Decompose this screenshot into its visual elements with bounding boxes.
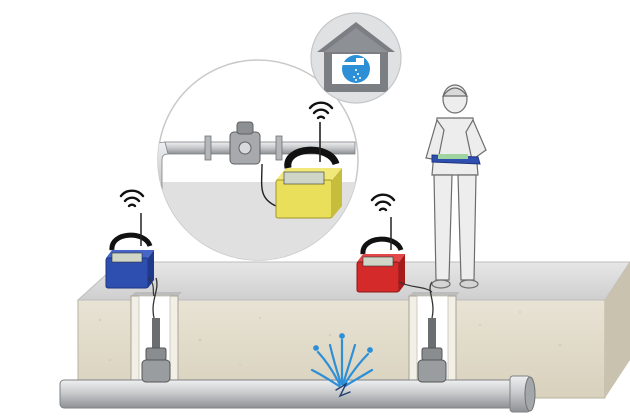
operator-with-tablet-icon (425, 84, 487, 289)
red-logger (356, 217, 433, 293)
water-main-pipe (59, 375, 536, 413)
wireless-signal-icon (308, 101, 334, 120)
wireless-signal-icon (119, 189, 145, 208)
handheld-tablet (431, 154, 481, 165)
yellow-logger (275, 122, 342, 219)
blue-logger (105, 213, 155, 297)
house-with-faucet-icon (310, 12, 402, 104)
water-meter-icon (229, 121, 261, 165)
wireless-signal-icon (370, 193, 396, 212)
water-leak-burst-icon (310, 333, 374, 398)
valve-sensor-left (141, 277, 171, 383)
valve-sensor-right (417, 281, 447, 383)
